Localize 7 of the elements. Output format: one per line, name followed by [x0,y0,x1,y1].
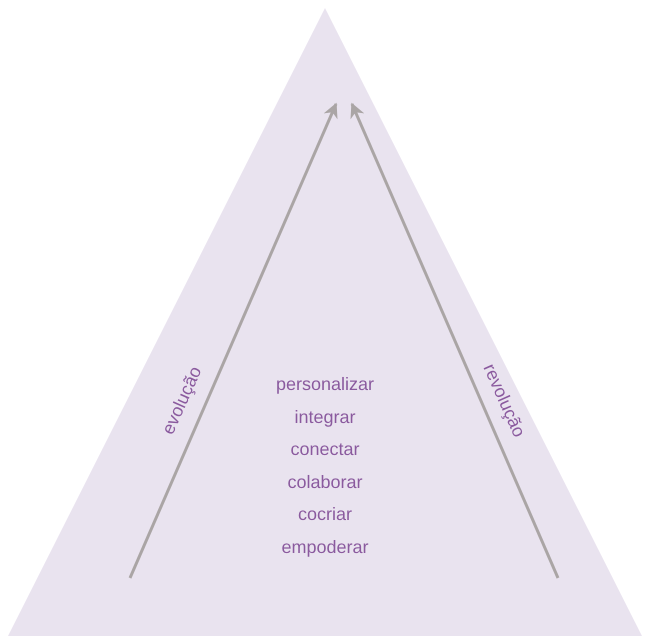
list-item-text: cocriar [298,504,352,525]
list-item-text: integrar [294,406,356,428]
list-item-text: conectar [290,439,360,460]
triangle-shape [8,8,642,636]
list-item-text: colaborar [287,472,363,492]
list-item-text: empoderar [281,536,369,558]
list-item-text: personalizar [276,374,374,395]
